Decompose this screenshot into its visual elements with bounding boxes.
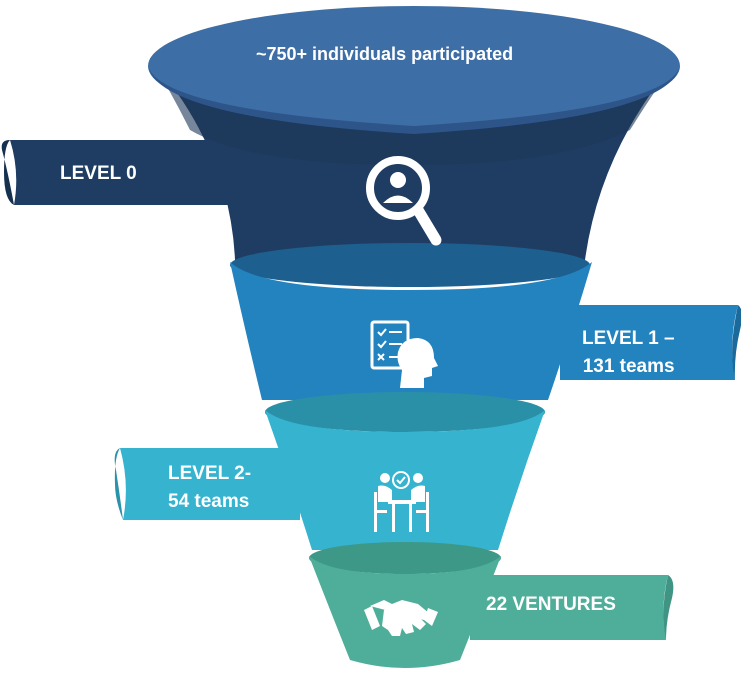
level-1-label: LEVEL 1 – 131 teams	[582, 325, 675, 381]
meeting-table-icon	[374, 471, 429, 532]
level-2-label-line-1: LEVEL 2-	[168, 463, 252, 484]
level-1-banner	[560, 305, 741, 380]
level-0-label: LEVEL 0	[60, 163, 137, 185]
level-0-label-line-1: LEVEL 0	[60, 163, 137, 184]
level-2-label-line-2: 54 teams	[168, 491, 250, 512]
level-2-banner	[114, 448, 300, 520]
funnel-rim	[148, 6, 680, 134]
participants-label: ~750+ individuals participated	[256, 44, 514, 64]
level-3-label-line-1: 22 VENTURES	[486, 594, 616, 615]
level-1-label-line-2: 131 teams	[582, 356, 675, 377]
level-1-label-line-1: LEVEL 1 –	[582, 328, 675, 349]
search-person-icon	[366, 156, 442, 246]
level-3-banner	[470, 575, 674, 640]
funnel-stage-level-1	[230, 243, 592, 400]
level-2-label: LEVEL 2- 54 teams	[168, 460, 251, 516]
checklist-head-icon	[370, 320, 438, 388]
handshake-icon	[364, 600, 438, 636]
level-3-label: 22 VENTURES	[486, 594, 616, 616]
funnel-stage-level-2	[265, 392, 545, 550]
